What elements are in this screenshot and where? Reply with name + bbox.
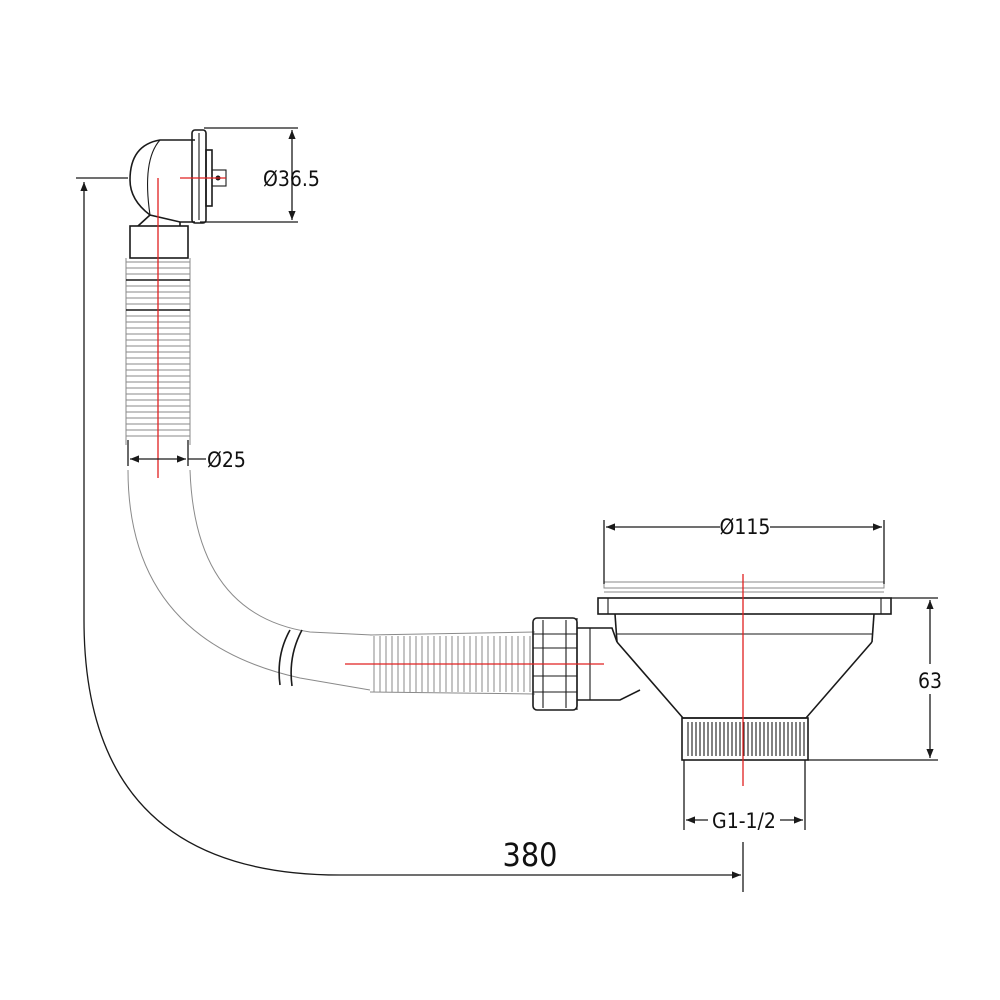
dim-strainer-diameter: Ø115 bbox=[603, 514, 885, 584]
outlet-thread-label: G1-1/2 bbox=[712, 809, 776, 833]
strainer-body bbox=[577, 581, 892, 761]
hose-bend bbox=[127, 469, 373, 691]
overflow-diameter-label: Ø36.5 bbox=[263, 167, 320, 191]
dim-overflow-diameter: Ø36.5 bbox=[200, 127, 320, 223]
dim-strainer-height: 63 bbox=[808, 597, 943, 761]
hose-horizontal bbox=[369, 631, 536, 695]
dim-overall-length: 380 bbox=[76, 177, 744, 892]
strainer-diameter-label: Ø115 bbox=[720, 515, 771, 539]
overflow-head bbox=[129, 129, 227, 259]
hose-diameter-label: Ø25 bbox=[207, 448, 246, 472]
centerlines bbox=[157, 177, 744, 786]
strainer-height-label: 63 bbox=[918, 669, 942, 693]
dim-hose-diameter: Ø25 bbox=[127, 440, 246, 472]
dim-outlet-thread: G1-1/2 bbox=[683, 760, 806, 833]
overall-length-label: 380 bbox=[503, 836, 558, 874]
